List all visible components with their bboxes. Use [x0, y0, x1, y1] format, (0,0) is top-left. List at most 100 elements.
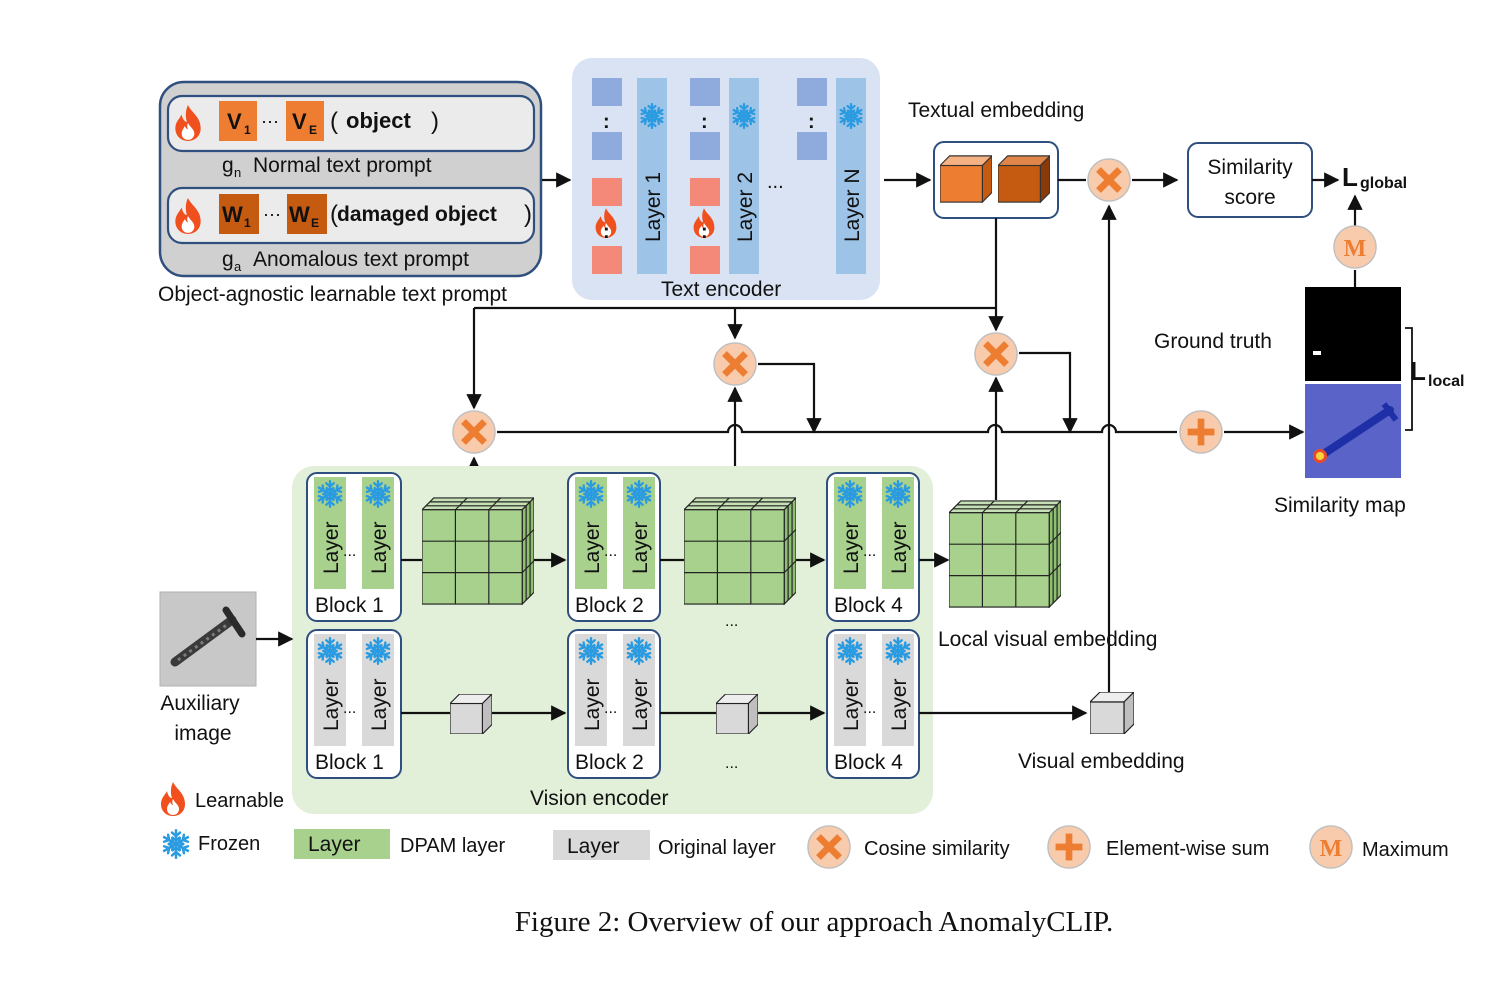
legend-sum-label: Element-wise sum: [1106, 838, 1269, 860]
textual-embedding-label: Textual embedding: [908, 99, 1084, 122]
similarity-map-image: [1305, 384, 1401, 478]
l-local-bracket: [1405, 327, 1413, 431]
token-ve-label: V: [292, 109, 307, 134]
element-wise-sum-icon: [1180, 411, 1222, 453]
cosine-similarity-icon: [714, 343, 756, 385]
token-dots: ⋯: [263, 205, 281, 225]
vision-block-bottom-2: Layer Layer ... Block 2: [567, 629, 661, 779]
token-we-sub: E: [311, 216, 319, 230]
column-dots: :: [603, 221, 610, 243]
visual-embedding-cube: [1090, 692, 1134, 734]
ground-truth-label: Ground truth: [1154, 330, 1272, 353]
original-layer-label: Layer: [888, 678, 911, 731]
auxiliary-image-line1: Auxiliary: [160, 692, 240, 715]
token-ve: [286, 101, 324, 141]
token-we-label: W: [289, 202, 310, 227]
token-v1-label: V: [227, 109, 242, 134]
l-local-main: L: [1410, 356, 1426, 386]
token-v1-sub: 1: [244, 123, 251, 137]
normal-prompt-label: Normal text prompt: [253, 154, 432, 177]
column-dots: :: [701, 221, 708, 243]
cosine-similarity-icon: [975, 333, 1017, 375]
normal-prompt-box: [166, 94, 536, 153]
block-label: Block 4: [834, 594, 903, 617]
class-token-cube: [716, 694, 758, 734]
normal-g-label: g: [222, 154, 234, 177]
legend: Learnable Frozen Layer DPAM layer Layer …: [161, 782, 1449, 868]
local-patch-embedding-cube: [684, 497, 796, 605]
local-visual-embedding-cube: [949, 500, 1061, 608]
flame-icon: [161, 782, 185, 816]
dpam-layer-label: Layer: [629, 521, 652, 574]
text-prompt-panel: V 1 ⋯ V E ( object ) g n Normal text pro…: [158, 80, 543, 278]
text-encoder-label: Text encoder: [661, 278, 781, 301]
original-layer-label: Layer: [320, 678, 343, 731]
anomalous-text-embedding-cube: [998, 155, 1050, 203]
legend-original-swatch: [553, 830, 650, 860]
paren-open: (: [330, 201, 338, 228]
vision-block-bottom-1: Layer Layer ... Block 1: [306, 629, 402, 779]
block-ellipsis: ...: [725, 755, 738, 772]
vision-block-top-4: Layer Layer ... Block 4: [826, 472, 920, 622]
auxiliary-image: [159, 591, 257, 687]
block-ellipsis: ...: [725, 613, 738, 630]
block-label: Block 1: [315, 751, 384, 774]
snowflake-icon: [162, 830, 190, 857]
local-visual-embedding-label: Local visual embedding: [938, 628, 1157, 651]
column-dots: :: [603, 111, 610, 133]
legend-learnable-label: Learnable: [195, 790, 284, 812]
visual-embedding-label: Visual embedding: [1018, 750, 1185, 773]
legend-cosine-label: Cosine similarity: [864, 838, 1010, 860]
text-encoder-layer-label: Layer 2: [734, 172, 757, 242]
token-dots: ⋯: [261, 112, 279, 132]
element-wise-sum-icon: [1048, 826, 1090, 868]
token-we: [287, 194, 327, 234]
legend-dpam-swatch: [294, 829, 390, 859]
l-global-main: L: [1342, 162, 1358, 192]
text-encoder-layer-label: Layer 1: [642, 172, 665, 242]
layer-ellipsis: ...: [604, 700, 617, 717]
dpam-layer-label: Layer: [840, 521, 863, 574]
text-prompt-caption: Object-agnostic learnable text prompt: [158, 283, 507, 306]
anomalous-g-sub: a: [234, 259, 242, 274]
block-label: Block 2: [575, 594, 644, 617]
ground-truth-image: [1305, 287, 1401, 381]
anomalous-prompt-box: [166, 186, 536, 245]
class-token-cube: [450, 694, 492, 734]
layer-ellipsis: ...: [343, 700, 356, 717]
layer-ellipsis: ...: [343, 543, 356, 560]
paren-open: (: [330, 108, 338, 135]
connection-lines: [466, 204, 1305, 692]
block-label: Block 1: [315, 594, 384, 617]
local-patch-embedding-cube: [422, 497, 534, 605]
legend-maximum-symbol: M: [1320, 836, 1343, 862]
original-layer-label: Layer: [368, 678, 391, 731]
token-ve-sub: E: [309, 123, 317, 137]
text-encoder-ellipsis: ...: [767, 171, 784, 193]
token-v1: [219, 101, 257, 141]
similarity-score-line1: Similarity: [1207, 156, 1293, 179]
legend-original-swatch-text: Layer: [567, 835, 620, 858]
column-dots: :: [701, 111, 708, 133]
normal-g-sub: n: [234, 165, 241, 180]
paren-close: ): [431, 108, 439, 135]
anomalous-g-label: g: [222, 248, 234, 271]
legend-dpam-swatch-text: Layer: [308, 833, 361, 856]
vision-block-top-1: Layer Layer ... Block 1: [306, 472, 402, 622]
figure-caption: Figure 2: Overview of our approach Anoma…: [515, 906, 1113, 938]
layer-ellipsis: ...: [863, 700, 876, 717]
layer-ellipsis: ...: [604, 543, 617, 560]
similarity-score-line2: score: [1224, 186, 1275, 209]
ground-truth-defect-mask: [1313, 351, 1321, 355]
vision-block-top-2: Layer Layer ... Block 2: [567, 472, 661, 622]
text-encoder-panel: : : Layer 1 : : Layer 2 ... : Layer N Te…: [572, 58, 880, 301]
dpam-layer-label: Layer: [368, 521, 391, 574]
l-local-sub: local: [1428, 373, 1464, 390]
layer-ellipsis: ...: [863, 543, 876, 560]
column-dots: :: [808, 111, 815, 133]
dpam-layer-label: Layer: [320, 521, 343, 574]
block-label: Block 2: [575, 751, 644, 774]
cosine-similarity-icon: [453, 411, 495, 453]
block-label: Block 4: [834, 751, 903, 774]
